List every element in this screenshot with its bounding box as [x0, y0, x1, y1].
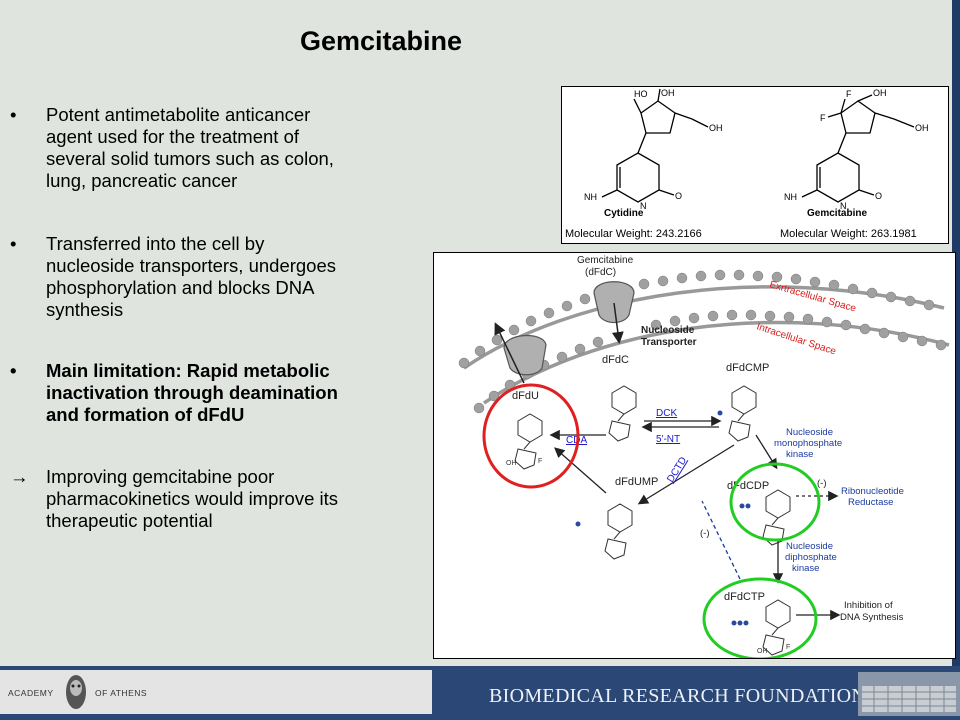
- dfdump-to-dfdu-arrow: [554, 447, 607, 494]
- membrane-lipids: [458, 269, 947, 414]
- foundation-name: BIOMEDICAL RESEARCH FOUNDATION: [489, 685, 867, 707]
- bullet-marker: •: [10, 104, 17, 125]
- footer-bar: ACADEMY OF ATHENS BIOMEDICAL RESEARCH FO…: [0, 666, 960, 720]
- bullet-line: lung, pancreatic cancer: [46, 170, 238, 191]
- nmk-label: monophosphate: [774, 438, 842, 449]
- f-label: F: [538, 458, 542, 465]
- nmk-label: Nucleoside: [786, 427, 833, 438]
- cytidine-oh-label: OH: [709, 123, 723, 133]
- oh-label: OH: [506, 460, 517, 467]
- pathway-figure: Gemcitabine (dFdC) Nucleoside Transporte…: [433, 252, 956, 661]
- oh-label: OH: [757, 648, 768, 655]
- ndk-label: Nucleoside: [786, 541, 833, 552]
- gemcitabine-name: Gemcitabine: [807, 208, 867, 219]
- cytidine-mw: Molecular Weight: 243.2166: [565, 228, 702, 240]
- bullet-line: pharmacokinetics would improve its: [46, 488, 339, 509]
- bullet-3: • Main limitation: Rapid metabolic inact…: [8, 360, 433, 426]
- nmk-label: kinase: [786, 449, 813, 460]
- academy-label: OF ATHENS: [95, 688, 148, 698]
- structures-figure: HO OH OH NH N O F F OH OH NH N O Cytidin…: [561, 86, 949, 244]
- nmk-arrow: [755, 434, 778, 470]
- feedback-arrow: [701, 500, 741, 580]
- dfdcmp-label: dFdCMP: [726, 362, 769, 374]
- dck-label: DCK: [656, 408, 677, 419]
- bullet-line: Transferred into the cell by: [46, 233, 265, 254]
- cytidine-oh-label: OH: [661, 88, 675, 98]
- bullet-line: agent used for the treatment of: [46, 126, 299, 147]
- gemcitabine-o-label: O: [875, 191, 882, 201]
- academy-label: ACADEMY: [8, 688, 54, 698]
- gemcitabine-f-label: F: [820, 113, 826, 123]
- cytidine-n-label: N: [640, 201, 647, 211]
- academy-emblem-icon: [66, 675, 86, 709]
- gemcitabine-f-label: F: [846, 89, 852, 99]
- dfdu-highlight-circle: [482, 383, 580, 489]
- bullet-2: • Transferred into the cell by nucleosid…: [8, 233, 433, 321]
- dfdctp-label: dFdCTP: [724, 591, 765, 603]
- dfdc-label: dFdC: [602, 354, 629, 366]
- nucleoside-structures: [514, 385, 791, 656]
- bullet-line: phosphorylation and blocks DNA: [46, 277, 315, 298]
- bullet-line: Improving gemcitabine poor: [46, 466, 275, 487]
- transporter-label: Nucleoside: [641, 325, 695, 336]
- bullet-line: several solid tumors such as colon,: [46, 148, 334, 169]
- gemcitabine-mw: Molecular Weight: 263.1981: [780, 228, 917, 240]
- slide-panel: Gemcitabine • Potent antimetabolite anti…: [0, 0, 956, 666]
- nt5-label: 5'-NT: [656, 434, 680, 445]
- gemcitabine-n-label: N: [840, 201, 847, 211]
- pathway-diagram: Gemcitabine (dFdC) Nucleoside Transporte…: [458, 255, 950, 661]
- bullet-line: Main limitation: Rapid metabolic: [46, 360, 330, 381]
- academy-logo-area: ACADEMY OF ATHENS: [0, 670, 432, 714]
- bullet-line: nucleoside transporters, undergoes: [46, 255, 337, 276]
- negative-regulation-label: (-): [817, 478, 827, 489]
- dfdu-label: dFdU: [512, 390, 539, 402]
- inhibition-label: DNA Synthesis: [840, 612, 904, 623]
- building-photo-icon: [858, 672, 960, 716]
- gemcitabine-label: Gemcitabine: [577, 255, 634, 266]
- slide-title: Gemcitabine: [300, 26, 463, 56]
- bullet-line: therapeutic potential: [46, 510, 213, 531]
- efflux-arrow: [494, 322, 525, 384]
- ndk-label: diphosphate: [785, 552, 837, 563]
- gemcitabine-nh2-label: NH: [784, 192, 797, 202]
- cytidine-o-label: O: [675, 191, 682, 201]
- rr-label: Ribonucleotide: [841, 486, 904, 497]
- gemcitabine-oh-label: OH: [873, 88, 887, 98]
- bullet-line: inactivation through deamination: [46, 382, 338, 403]
- dctd-label: DCTD: [665, 455, 689, 484]
- bullet-marker: •: [10, 233, 17, 254]
- bullet-line: synthesis: [46, 299, 124, 320]
- transporter-label: Transporter: [641, 337, 697, 348]
- transporter-icon: [593, 281, 635, 324]
- arrow-icon: →: [10, 466, 29, 487]
- ndk-label: kinase: [792, 563, 819, 574]
- bullet-1: • Potent antimetabolite anticancer agent…: [8, 104, 433, 192]
- bullet-line: Potent antimetabolite anticancer: [46, 104, 311, 125]
- structures-drawing: HO OH OH NH N O F F OH OH NH N O Cytidin…: [565, 88, 929, 240]
- dfdump-label: dFdUMP: [615, 476, 658, 488]
- gemcitabine-oh-label: OH: [915, 123, 929, 133]
- cytidine-name: Cytidine: [604, 208, 644, 219]
- bullet-marker: •: [10, 360, 17, 381]
- rr-label: Reductase: [848, 497, 893, 508]
- membrane-inner-line: [483, 320, 950, 405]
- gemcitabine-label: (dFdC): [585, 267, 616, 278]
- phosphate-groups: [575, 410, 751, 626]
- bullet-line: and formation of dFdU: [46, 404, 245, 425]
- dctd-arrow: [637, 444, 735, 505]
- cytidine-ho-label: HO: [634, 89, 648, 99]
- negative-regulation-label: (-): [700, 528, 710, 539]
- inhibition-label: Inhibition of: [844, 600, 893, 611]
- cytidine-nh2-label: NH: [584, 192, 597, 202]
- dfdcdp-highlight-circle: [729, 462, 821, 542]
- bullet-4: → Improving gemcitabine poor pharmacokin…: [8, 466, 433, 532]
- f-label: F: [786, 644, 790, 651]
- uptake-arrow: [611, 302, 624, 344]
